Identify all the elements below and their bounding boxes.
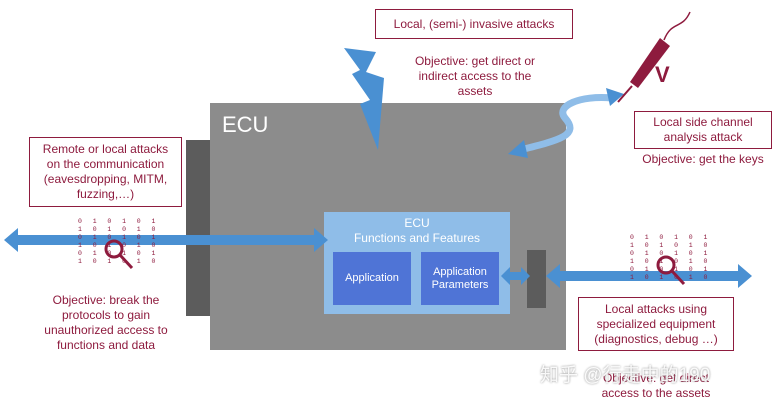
remote-objective: Objective: break the protocols to gain u… [44,293,168,352]
side-channel-objective: Objective: get the keys [642,152,764,166]
magnifier-icon-right [656,255,686,286]
bits-left: 0 1 0 1 0 1 1 0 1 0 1 0 0 1 0 1 0 1 1 0 … [78,218,157,265]
equipment-attacks-box: Local attacks using specialized equipmen… [578,297,734,351]
bits-right: 0 1 0 1 0 1 1 0 1 0 1 0 0 1 0 1 0 1 1 0 … [630,234,709,281]
side-channel-box: Local side channel analysis attack [634,111,772,149]
application-box: Application [333,252,411,305]
side-channel-arrow-head-left [508,140,528,158]
ecu-right-connector [527,250,546,308]
application-parameters-box: Application Parameters [421,252,499,305]
side-channel-arrow-head-right [606,88,624,106]
probe-label: V [655,62,670,87]
ecu-left-connector [186,140,212,316]
invasive-attacks-box: Local, (semi-) invasive attacks [375,9,573,39]
ecu-title: ECU [222,112,269,137]
right-communication-arrow [546,264,752,288]
functions-title: ECU Functions and Features [353,216,481,245]
probe-icon [617,11,691,103]
magnifier-icon-left [104,239,134,270]
side-channel-arrow [519,94,613,154]
equipment-objective: Objective: get direct access to the asse… [601,371,711,400]
left-communication-arrow [4,228,328,252]
watermark: 知乎 @行走中的190 [540,365,711,386]
invasive-objective: Objective: get direct or indirect access… [414,54,536,98]
inner-connector-arrow [501,267,530,285]
lightning-bolt-icon [344,48,384,150]
remote-attacks-box: Remote or local attacks on the communica… [29,137,182,207]
